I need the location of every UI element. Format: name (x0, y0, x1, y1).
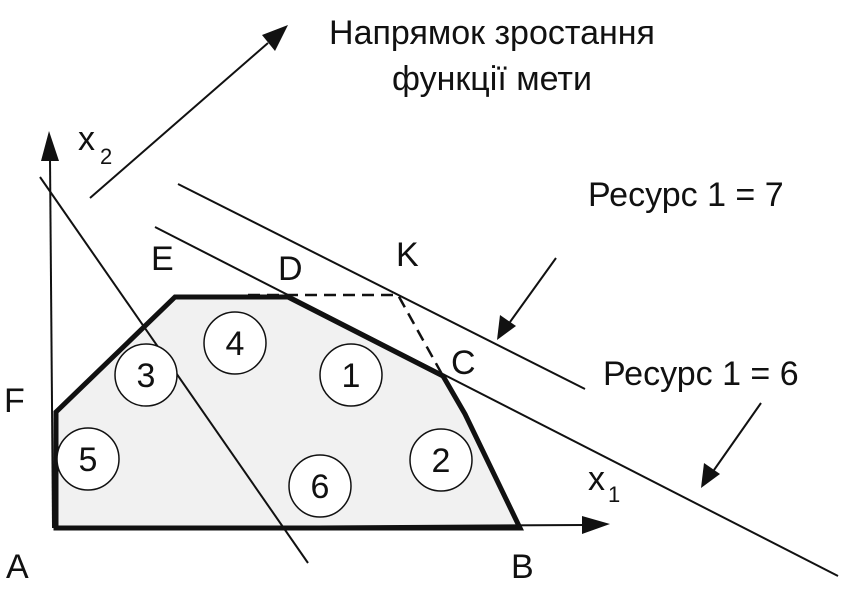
vertex-label-d: D (278, 250, 303, 288)
feasible-region (56, 297, 520, 528)
region-label-4: 4 (226, 325, 245, 363)
title-line-2: функції мети (392, 60, 592, 98)
region-marker-5: 5 (56, 427, 120, 491)
region-label-5: 5 (79, 441, 98, 479)
resource6-pointer-head (701, 463, 720, 488)
vertex-label-f: F (4, 382, 25, 420)
region-label-6: 6 (311, 468, 330, 506)
region-label-2: 2 (432, 442, 451, 480)
vertex-label-k: K (396, 236, 419, 274)
feasible-boundary (53, 294, 524, 531)
region-marker-2: 2 (409, 428, 473, 492)
vertex-c-dot (440, 373, 446, 379)
resource7-pointer-head (497, 315, 516, 340)
x2-axis-arrow (41, 131, 59, 161)
resource7-pointer-line (509, 257, 557, 323)
y-axis-label: x 2 (78, 120, 112, 169)
region-marker-4: 4 (203, 311, 267, 375)
vertex-label-e: E (151, 240, 174, 278)
x-axis-label-base: x (588, 460, 605, 498)
x-axis-label: x 1 (588, 460, 620, 507)
resource7-label: Ресурс 1 = 7 (588, 176, 784, 214)
y-axis-label-base: x (78, 120, 95, 158)
direction-arrow-head (262, 25, 288, 51)
resource6-pointer-line (713, 402, 762, 471)
resource6-line (154, 226, 839, 577)
y-axis-label-sub: 2 (100, 144, 112, 169)
vertex-label-b: B (511, 548, 534, 586)
resource6-label: Ресурс 1 = 6 (603, 355, 799, 393)
resource7-line (177, 183, 586, 390)
region-label-1: 1 (342, 357, 361, 395)
vertex-label-c: C (451, 344, 476, 382)
dashed-dkc (248, 293, 445, 377)
vertex-label-a: A (6, 548, 29, 586)
region-marker-3: 3 (114, 343, 178, 407)
region-marker-1: 1 (319, 343, 383, 407)
title-line-1: Напрямок зростання (329, 14, 655, 52)
region-label-3: 3 (137, 357, 156, 395)
x1-axis-arrow (582, 516, 610, 534)
region-marker-6: 6 (288, 454, 352, 518)
x2-axis (49, 157, 54, 529)
x-axis-label-sub: 1 (608, 482, 620, 507)
direction-arrow-line (89, 42, 269, 199)
